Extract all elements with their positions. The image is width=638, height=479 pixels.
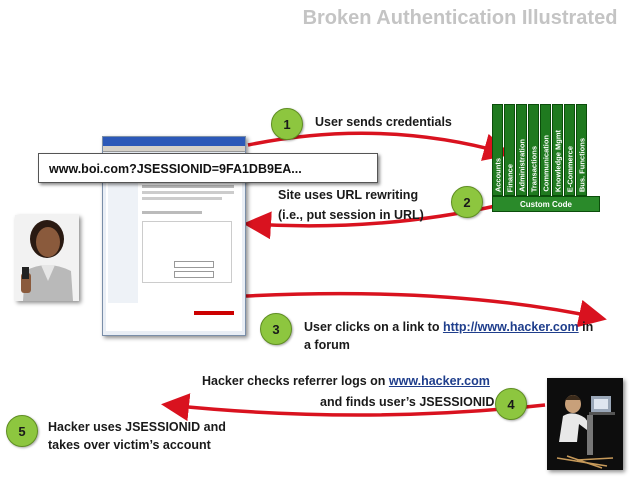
step-2-text-line1: Site uses URL rewriting bbox=[278, 188, 419, 202]
server-column-administration: Administration bbox=[516, 104, 527, 196]
session-url-box: www.boi.com?JSESSIONID=9FA1DB9EA... bbox=[38, 153, 378, 183]
step-1-badge: 1 bbox=[271, 108, 303, 140]
step-5-text-line2: takes over victim’s account bbox=[48, 438, 211, 452]
server-column-communication: Communication bbox=[540, 104, 551, 196]
hacker-link[interactable]: http://www.hacker.com bbox=[442, 320, 579, 334]
step-4-text-line1: Hacker checks referrer logs on www.hacke… bbox=[202, 374, 490, 388]
hacker-site-link[interactable]: www.hacker.com bbox=[388, 374, 490, 388]
step-3-text-line2: a forum bbox=[304, 338, 350, 352]
server-column-knowledge-mgmt: Knowledge Mgmt bbox=[552, 104, 563, 196]
step-5-badge: 5 bbox=[6, 415, 38, 447]
step-3-text-line1: User clicks on a link to http://www.hack… bbox=[304, 320, 594, 334]
step-1-text: User sends credentials bbox=[315, 115, 452, 129]
server-column-accounts: Accounts bbox=[492, 104, 503, 196]
user-figure bbox=[15, 215, 79, 301]
step-3-badge: 3 bbox=[260, 313, 292, 345]
application-server: Accounts Finance Administration Transact… bbox=[492, 104, 606, 214]
step-4-text-line2: and finds user’s JSESSIONID bbox=[320, 395, 495, 409]
arrow-step-3 bbox=[245, 291, 607, 328]
server-base-custom-code: Custom Code bbox=[492, 196, 600, 212]
user-photo bbox=[15, 215, 79, 301]
server-column-finance: Finance bbox=[504, 104, 515, 196]
browser-title-bar bbox=[103, 137, 245, 146]
step-5-text-line1: Hacker uses JSESSIONID and bbox=[48, 420, 226, 434]
server-column-e-commerce: E-Commerce bbox=[564, 104, 575, 196]
server-column-bus-functions: Bus. Functions bbox=[576, 104, 587, 196]
browser-page bbox=[106, 161, 242, 331]
step-2-text-line2: (i.e., put session in URL) bbox=[278, 208, 424, 222]
browser-toolbar bbox=[103, 146, 245, 152]
page-title: Broken Authentication Illustrated bbox=[302, 7, 618, 29]
server-column-transactions: Transactions bbox=[528, 104, 539, 196]
hacker-figure bbox=[547, 378, 623, 470]
hacker-photo bbox=[547, 378, 623, 470]
step-4-badge: 4 bbox=[495, 388, 527, 420]
step-2-badge: 2 bbox=[451, 186, 483, 218]
